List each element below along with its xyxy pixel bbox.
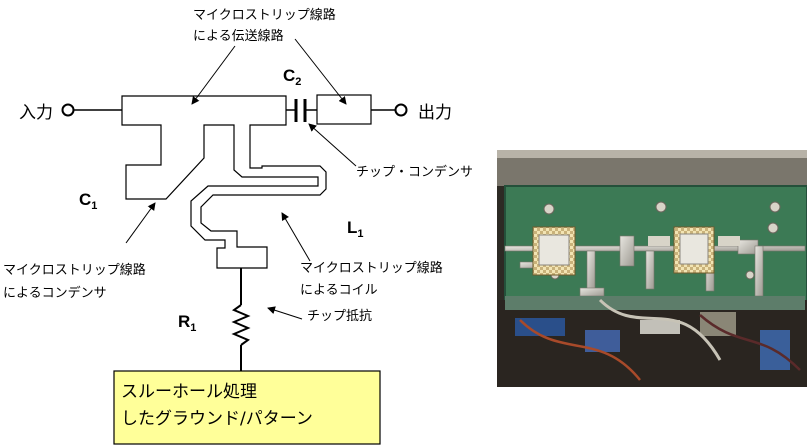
ground-pattern-box (113, 370, 381, 445)
l1-symbol: L1 (347, 218, 364, 240)
c2-symbol: C2 (283, 66, 301, 88)
ground-label-line2: したグラウンド/パターン (121, 409, 313, 429)
microstrip-coil-label-2: によるコイル (300, 283, 378, 298)
output-pad (316, 94, 372, 125)
chip-resistor-label: チップ抵抗 (307, 309, 372, 324)
microstrip-cap-label-1: マイクロストリップ線路 (3, 262, 146, 278)
transmission-line-pattern (121, 95, 327, 269)
input-label: 入力 (19, 103, 53, 123)
c1-symbol: C1 (79, 190, 97, 212)
tx-line-label-1: マイクロストリップ線路 (193, 7, 336, 23)
chip-resistor-symbol (231, 268, 251, 371)
tx-line-label-2: による伝送線路 (193, 28, 284, 44)
chip-capacitor-symbol (286, 99, 317, 122)
microstrip-cap-label-2: によるコンデンサ (3, 285, 107, 301)
chip-capacitor-label: チップ・コンデンサ (356, 164, 473, 180)
ground-label-line1: スルーホール処理 (121, 382, 257, 402)
microstrip-traces (121, 94, 372, 269)
annotation-arrows (125, 38, 357, 320)
microstrip-coil-label-1: マイクロストリップ線路 (300, 260, 443, 276)
r1-symbol: R1 (178, 312, 196, 334)
pcb-photo (497, 150, 807, 387)
output-label: 出力 (418, 103, 452, 123)
output-terminal (371, 103, 408, 117)
input-terminal (61, 103, 122, 117)
